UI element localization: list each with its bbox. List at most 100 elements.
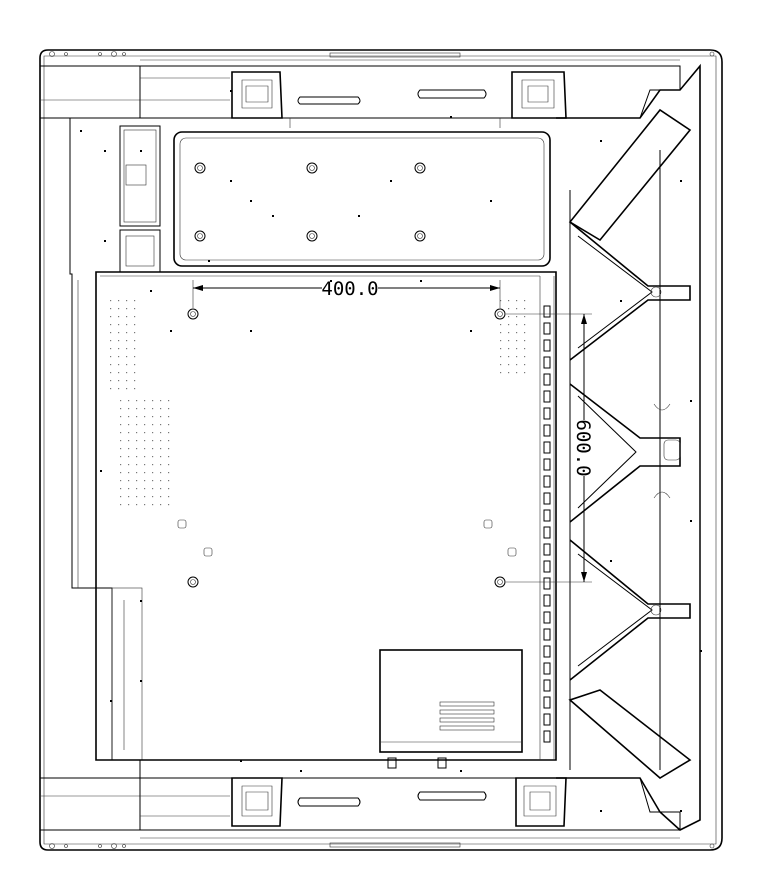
vent-dot xyxy=(160,480,162,482)
screw-mark xyxy=(104,150,106,152)
vent-slot xyxy=(543,662,551,675)
vent-dot xyxy=(508,324,510,326)
screw-mark xyxy=(250,200,252,202)
vent-dot xyxy=(160,432,162,434)
screw-mark xyxy=(250,330,252,332)
vent-dot xyxy=(120,488,122,490)
vent-dot xyxy=(152,448,154,450)
vertical-dimension: 600.0 xyxy=(506,313,594,583)
vent-dot xyxy=(508,364,510,366)
vent-dot xyxy=(136,440,138,442)
vent-dot xyxy=(136,424,138,426)
vent-dot xyxy=(168,440,170,442)
vent-slot xyxy=(543,679,551,692)
screw-mark xyxy=(170,330,172,332)
vent-dot xyxy=(126,364,128,366)
vent-dot xyxy=(136,432,138,434)
outer-frame xyxy=(39,49,723,851)
screw-mark xyxy=(272,215,274,217)
vent-dot xyxy=(128,440,130,442)
vent-dot xyxy=(110,388,112,390)
screw-mark xyxy=(680,810,682,812)
vent-dot xyxy=(110,340,112,342)
vent-dot xyxy=(524,364,526,366)
vent-dot xyxy=(144,408,146,410)
vent-dot xyxy=(128,448,130,450)
vent-dot xyxy=(152,400,154,402)
screw-mark xyxy=(600,810,602,812)
vent-dot xyxy=(118,380,120,382)
vent-dot xyxy=(126,332,128,334)
vent-dot xyxy=(516,316,518,318)
vent-dot xyxy=(128,424,130,426)
vent-dot xyxy=(128,496,130,498)
vent-dot xyxy=(500,332,502,334)
vent-dot xyxy=(160,472,162,474)
vent-dot xyxy=(110,372,112,374)
vent-dot xyxy=(160,416,162,418)
vent-dot xyxy=(120,416,122,418)
vent-dot xyxy=(118,300,120,302)
vent-slot xyxy=(543,458,551,471)
vent-dot xyxy=(500,316,502,318)
screw-mark xyxy=(420,280,422,282)
vent-dot xyxy=(136,448,138,450)
vent-dot xyxy=(126,316,128,318)
vent-dot xyxy=(128,408,130,410)
screw-mark xyxy=(358,215,360,217)
vent-dot xyxy=(168,480,170,482)
vent-dot xyxy=(128,472,130,474)
vent-dot xyxy=(120,504,122,506)
vent-dot xyxy=(110,300,112,302)
screw-mark xyxy=(700,650,702,652)
vent-dot xyxy=(144,400,146,402)
vent-dot xyxy=(152,504,154,506)
vent-dot xyxy=(516,300,518,302)
vent-dot xyxy=(118,308,120,310)
vent-slot xyxy=(543,645,551,658)
vent-dot xyxy=(144,456,146,458)
vent-dot xyxy=(144,440,146,442)
vent-dot xyxy=(500,340,502,342)
vent-dot xyxy=(516,348,518,350)
vent-slot xyxy=(543,390,551,403)
vent-dot xyxy=(136,408,138,410)
screw-mark xyxy=(610,560,612,562)
vent-dot xyxy=(120,408,122,410)
vent-dot xyxy=(136,456,138,458)
vent-dot xyxy=(152,440,154,442)
vent-slot xyxy=(543,475,551,488)
vent-dot xyxy=(160,488,162,490)
vent-dot xyxy=(508,356,510,358)
vent-dot xyxy=(126,356,128,358)
vent-dot xyxy=(110,316,112,318)
screw-mark xyxy=(140,600,142,602)
vent-dot xyxy=(516,364,518,366)
vent-dot xyxy=(500,372,502,374)
vent-slot xyxy=(543,441,551,454)
vent-dot xyxy=(136,472,138,474)
vent-dot xyxy=(110,308,112,310)
vent-dot xyxy=(516,356,518,358)
screw-mark xyxy=(140,680,142,682)
vent-dot xyxy=(144,416,146,418)
vent-dot xyxy=(524,356,526,358)
vent-slot xyxy=(543,577,551,590)
vent-slot xyxy=(543,407,551,420)
vent-dot xyxy=(126,348,128,350)
vent-dot-pattern xyxy=(110,300,526,506)
vent-slot xyxy=(543,730,551,743)
vent-dot xyxy=(500,300,502,302)
vent-dot xyxy=(136,464,138,466)
vent-dot xyxy=(118,340,120,342)
vent-dot xyxy=(160,424,162,426)
vent-dot xyxy=(110,356,112,358)
screw-mark xyxy=(620,300,622,302)
vent-dot xyxy=(144,496,146,498)
vent-dot xyxy=(508,348,510,350)
vent-dot xyxy=(168,472,170,474)
vent-dot xyxy=(134,332,136,334)
vent-dot xyxy=(144,432,146,434)
vent-slot xyxy=(543,628,551,641)
vent-dot xyxy=(118,364,120,366)
